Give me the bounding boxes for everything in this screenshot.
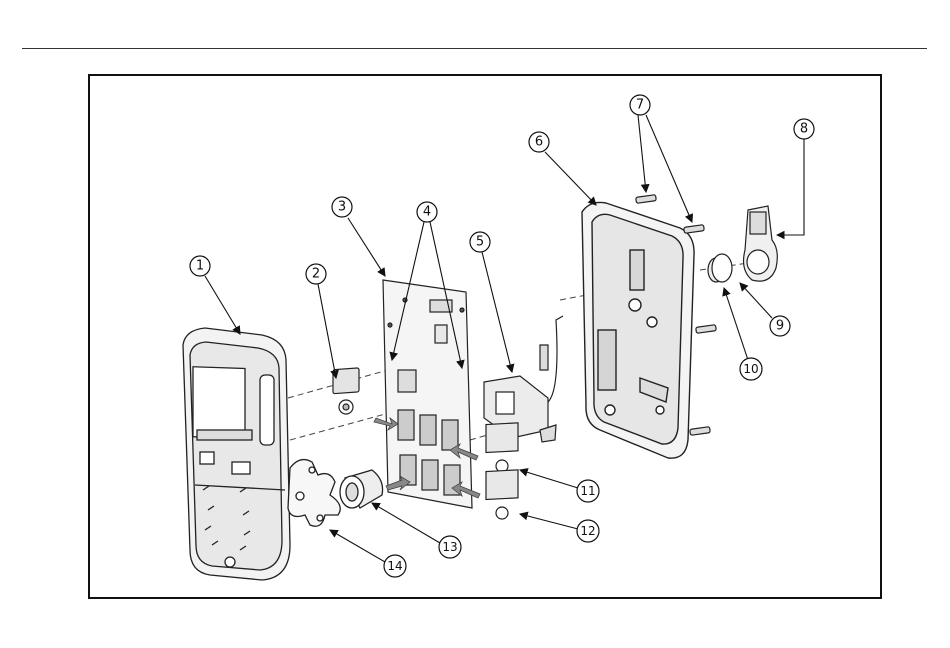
rear-housing: [582, 202, 694, 458]
svg-text:13: 13: [442, 540, 457, 554]
callout-11: 11: [577, 480, 599, 502]
seal-ring: [708, 254, 732, 282]
svg-text:10: 10: [743, 362, 758, 376]
callout-4: 4: [417, 202, 437, 222]
svg-text:6: 6: [535, 135, 543, 150]
callout-13: 13: [439, 536, 461, 558]
svg-text:4: 4: [423, 205, 431, 220]
callout-3: 3: [332, 197, 352, 217]
callout-5: 5: [470, 232, 490, 252]
callout-14: 14: [384, 555, 406, 577]
callout-8: 8: [794, 119, 814, 139]
sensor-module: [484, 316, 563, 442]
callout-2: 2: [306, 264, 326, 284]
circuit-board: [383, 280, 472, 508]
svg-text:1: 1: [196, 259, 204, 274]
svg-text:3: 3: [338, 200, 346, 215]
callout-10: 10: [740, 358, 762, 380]
svg-text:2: 2: [312, 267, 320, 282]
clip-component: [744, 206, 778, 281]
callout-7: 7: [630, 95, 650, 115]
callout-1: 1: [190, 256, 210, 276]
keypad-component: [333, 368, 359, 414]
callout-9: 9: [770, 316, 790, 336]
svg-text:7: 7: [636, 98, 644, 113]
svg-text:14: 14: [387, 559, 402, 573]
callout-12: 12: [577, 520, 599, 542]
filter-pads: [486, 423, 518, 519]
svg-text:9: 9: [776, 319, 784, 334]
svg-text:5: 5: [476, 235, 484, 250]
callout-6: 6: [529, 132, 549, 152]
front-housing: [183, 328, 290, 580]
svg-text:11: 11: [580, 484, 595, 498]
svg-text:8: 8: [800, 122, 808, 137]
mounting-plate: [288, 460, 340, 527]
buzzer-component: [340, 470, 383, 508]
svg-text:12: 12: [580, 524, 595, 538]
